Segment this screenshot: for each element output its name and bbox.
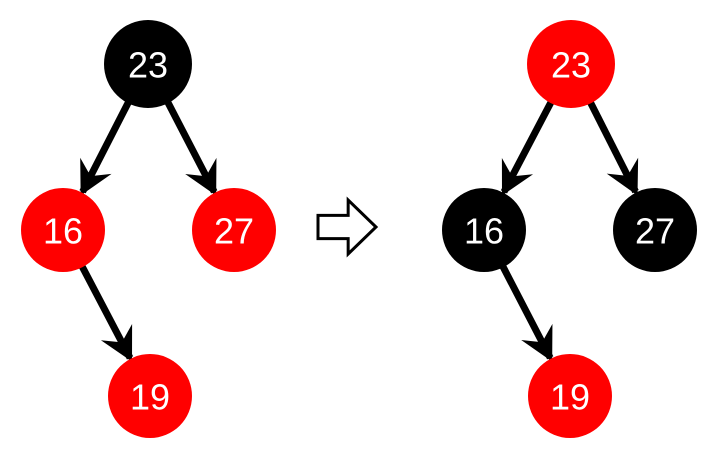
block-right-arrow-icon bbox=[316, 196, 379, 258]
tree-node[interactable]: 27 bbox=[613, 188, 697, 272]
tree-node[interactable]: 23 bbox=[104, 20, 192, 108]
tree-node[interactable]: 19 bbox=[108, 354, 192, 438]
node-circle-black bbox=[104, 20, 192, 108]
node-circle-red bbox=[527, 20, 615, 108]
edges-layer bbox=[78, 99, 639, 362]
tree-node[interactable]: 16 bbox=[21, 188, 105, 272]
tree-node[interactable]: 16 bbox=[442, 188, 526, 272]
tree-edge bbox=[586, 99, 639, 196]
node-circle-red bbox=[21, 188, 105, 272]
tree-edge bbox=[500, 99, 555, 196]
tree-edge bbox=[164, 99, 218, 196]
tree-node[interactable]: 27 bbox=[192, 188, 276, 272]
tree-node[interactable]: 23 bbox=[527, 20, 615, 108]
node-circle-black bbox=[442, 188, 526, 272]
tree-node[interactable]: 19 bbox=[528, 354, 612, 438]
node-circle-black bbox=[613, 188, 697, 272]
tree-edge bbox=[78, 263, 134, 362]
node-circle-red bbox=[192, 188, 276, 272]
node-circle-red bbox=[108, 354, 192, 438]
tree-edge bbox=[79, 99, 132, 196]
node-circle-red bbox=[528, 354, 612, 438]
tree-edge bbox=[499, 263, 554, 362]
